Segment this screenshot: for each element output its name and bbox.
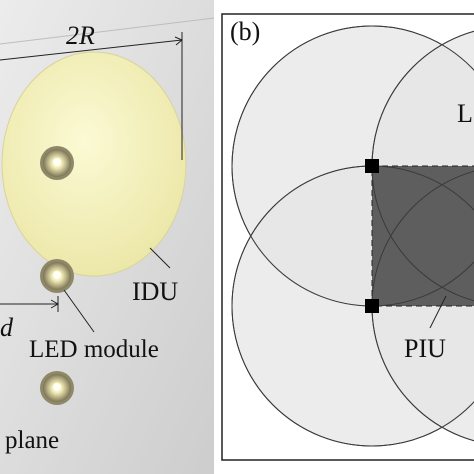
panel-b: (b) L PIU: [221, 13, 474, 461]
led-leader: [63, 289, 95, 333]
led-module-label: LED module: [29, 336, 159, 363]
distance-label-d: d: [0, 313, 14, 342]
idu-leader: [149, 247, 171, 269]
dimension-label-2r: 2R: [66, 21, 95, 50]
plane-label: plane: [5, 427, 59, 454]
distance-arrow-d: [50, 299, 60, 309]
panel-b-frame: [221, 13, 474, 461]
led-module-middle: [40, 259, 74, 293]
idu-disc: [1, 51, 187, 277]
piu-leader: [429, 295, 447, 329]
led-marker-top-left: [365, 159, 379, 173]
idu-label: IDU: [132, 277, 178, 306]
led-module-top: [40, 146, 74, 180]
panel-b-label: (b): [230, 17, 260, 46]
dimension-arrow-right: [174, 36, 183, 46]
plane-edge: [0, 17, 214, 45]
corner-label-l: L: [457, 99, 473, 128]
dimension-line-2r: [0, 39, 183, 61]
piu-label: PIU: [404, 334, 446, 363]
led-module-bottom: [40, 371, 74, 405]
led-marker-bottom-left: [365, 299, 379, 313]
piu-region: [371, 165, 474, 307]
panel-a: 2R d IDU LED module plane: [0, 0, 214, 474]
